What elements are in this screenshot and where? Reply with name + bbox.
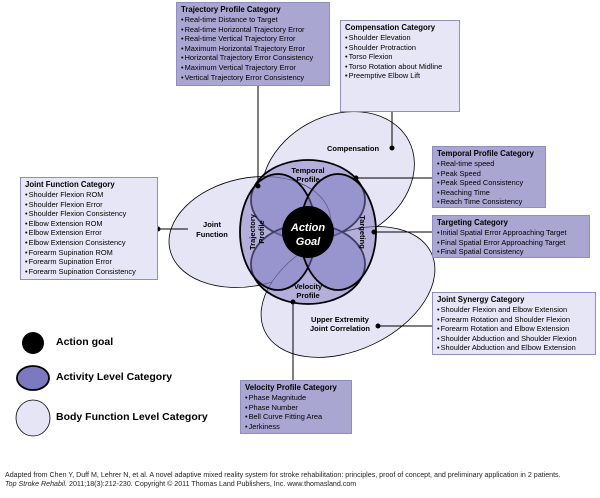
targeting-box: Targeting Category Initial Spatial Error… (432, 215, 590, 258)
velocity-profile-title: Velocity Profile Category (245, 383, 337, 392)
trajectory-item: Maximum Horizontal Trajectory Error (181, 44, 325, 54)
joint-function-title: Joint Function Category (25, 180, 115, 189)
upper-extremity-label-2: Joint Correlation (310, 324, 370, 333)
targeting-item: Final Spatial Consistency (437, 247, 585, 257)
joint-function-item: Forearm Supination Consistency (25, 267, 153, 277)
legend-activity-label: Activity Level Category (56, 371, 173, 383)
legend-action-icon (22, 332, 44, 354)
temporal-profile-title: Temporal Profile Category (437, 149, 534, 158)
joint-function-label-1: Joint (203, 220, 221, 229)
velocity-item: Bell Curve Fitting Area (245, 412, 347, 422)
compensation-item: Torso Flexion (345, 52, 455, 62)
connector-trajectory-dot (255, 183, 261, 189)
trajectory-profile-title: Trajectory Profile Category (181, 5, 281, 14)
trajectory-item: Vertical Trajectory Error Consistency (181, 73, 325, 83)
joint-synergy-item: Shoulder Abduction and Elbow Extension (437, 343, 591, 353)
targeting-item: Initial Spatial Error Approaching Target (437, 228, 585, 238)
compensation-item: Torso Rotation about Midline (345, 62, 455, 72)
temporal-item: Real-time speed (437, 159, 541, 169)
compensation-item: Shoulder Protraction (345, 43, 455, 53)
trajectory-item: Horizontal Trajectory Error Consistency (181, 53, 325, 63)
joint-function-item: Forearm Supination Error (25, 257, 153, 267)
caption-line-1: Adapted from Chen Y, Duff M, Lehrer N, e… (5, 471, 561, 479)
connector-compensation-dot (389, 145, 395, 151)
caption-line-2: Top Stroke Rehabil. 2011;18(3):212-230. … (5, 480, 561, 489)
velocity-item: Phase Magnitude (245, 393, 347, 403)
source-caption: Adapted from Chen Y, Duff M, Lehrer N, e… (5, 471, 561, 489)
connector-targeting-dot (371, 229, 377, 235)
velocity-label-1: Velocity (294, 282, 323, 291)
targeting-label: Targeting (358, 215, 367, 249)
temporal-item: Peak Speed (437, 169, 541, 179)
velocity-label-2: Profile (296, 291, 319, 300)
joint-synergy-item: Forearm Rotation and Elbow Extension (437, 324, 591, 334)
temporal-item: Reach Time Consistency (437, 197, 541, 207)
activity-level-ellipses (239, 159, 377, 305)
joint-synergy-item: Forearm Rotation and Shoulder Flexion (437, 315, 591, 325)
trajectory-item: Real-time Distance to Target (181, 15, 325, 25)
compensation-title: Compensation Category (345, 23, 436, 32)
velocity-item: Jerkiness (245, 422, 347, 432)
action-goal-label-1: Action (290, 222, 326, 234)
action-goal-circle (282, 206, 334, 258)
trajectory-item: Real-time Vertical Trajectory Error (181, 34, 325, 44)
compensation-box: Compensation Category Shoulder Elevation… (340, 20, 460, 112)
targeting-item: Final Spatial Error Approaching Target (437, 238, 585, 248)
trajectory-item: Maximum Vertical Trajectory Error (181, 63, 325, 73)
temporal-label-1: Temporal (291, 166, 324, 175)
joint-synergy-item: Shoulder Abduction and Shoulder Flexion (437, 334, 591, 344)
temporal-label-2: Profile (296, 175, 319, 184)
joint-function-item: Elbow Extension ROM (25, 219, 153, 229)
joint-function-item: Shoulder Flexion Error (25, 200, 153, 210)
connector-velocity-dot (290, 299, 296, 305)
connector-joint-synergy-dot (375, 323, 381, 329)
joint-function-item: Shoulder Flexion ROM (25, 190, 153, 200)
joint-function-item: Elbow Extension Error (25, 228, 153, 238)
temporal-item: Peak Speed Consistency (437, 178, 541, 188)
compensation-item: Preemptive Elbow Lift (345, 71, 455, 81)
joint-synergy-title: Joint Synergy Category (437, 295, 525, 304)
temporal-item: Reaching Time (437, 188, 541, 198)
upper-extremity-label-1: Upper Extremity (311, 315, 370, 324)
velocity-item: Phase Number (245, 403, 347, 413)
temporal-profile-box: Temporal Profile Category Real-time spee… (432, 146, 546, 208)
joint-function-item: Shoulder Flexion Consistency (25, 209, 153, 219)
trajectory-label-2: Profile (257, 220, 266, 243)
targeting-title: Targeting Category (437, 218, 508, 227)
joint-function-label-2: Function (196, 230, 228, 239)
legend-body-icon (15, 399, 51, 437)
joint-function-item: Forearm Supination ROM (25, 248, 153, 258)
legend-action-label: Action goal (56, 336, 114, 348)
legend-body-label: Body Function Level Category (56, 411, 208, 423)
compensation-item: Shoulder Elevation (345, 33, 455, 43)
joint-synergy-box: Joint Synergy Category Shoulder Flexion … (432, 292, 596, 355)
velocity-profile-box: Velocity Profile Category Phase Magnitud… (240, 380, 352, 434)
joint-synergy-item: Shoulder Flexion and Elbow Extension (437, 305, 591, 315)
caption-line-2-rest: 2011;18(3):212-230. Copyright © 2011 Tho… (67, 480, 357, 488)
caption-journal: Top Stroke Rehabil. (5, 480, 68, 488)
trajectory-profile-box: Trajectory Profile Category Real-time Di… (176, 2, 330, 86)
trajectory-item: Real-time Horizontal Trajectory Error (181, 25, 325, 35)
joint-function-item: Elbow Extension Consistency (25, 238, 153, 248)
joint-function-box: Joint Function Category Shoulder Flexion… (20, 177, 158, 280)
compensation-label: Compensation (327, 144, 380, 153)
legend-activity-icon (16, 365, 50, 391)
trajectory-label-1: Trajectory (248, 213, 257, 250)
connector-temporal-dot (353, 175, 359, 181)
action-goal-label-2: Goal (296, 236, 321, 248)
